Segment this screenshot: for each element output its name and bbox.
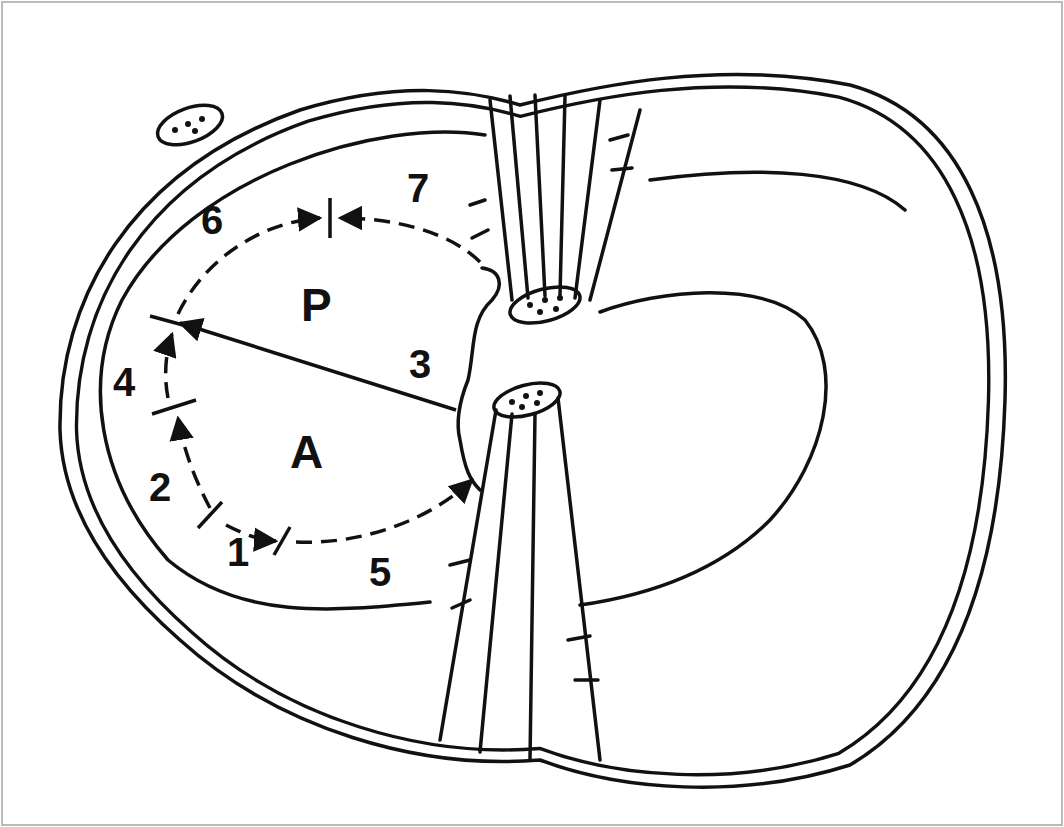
callout-label: A: [290, 429, 323, 475]
callout-label: 7: [407, 168, 429, 208]
callout-label: 3: [409, 344, 431, 384]
callout-label: P: [301, 282, 332, 328]
callout-label: 1: [227, 532, 249, 572]
callout-label: 2: [149, 467, 171, 507]
callout-label: 6: [201, 200, 223, 240]
callout-label: 4: [113, 362, 135, 402]
callout-label: 5: [369, 552, 391, 592]
